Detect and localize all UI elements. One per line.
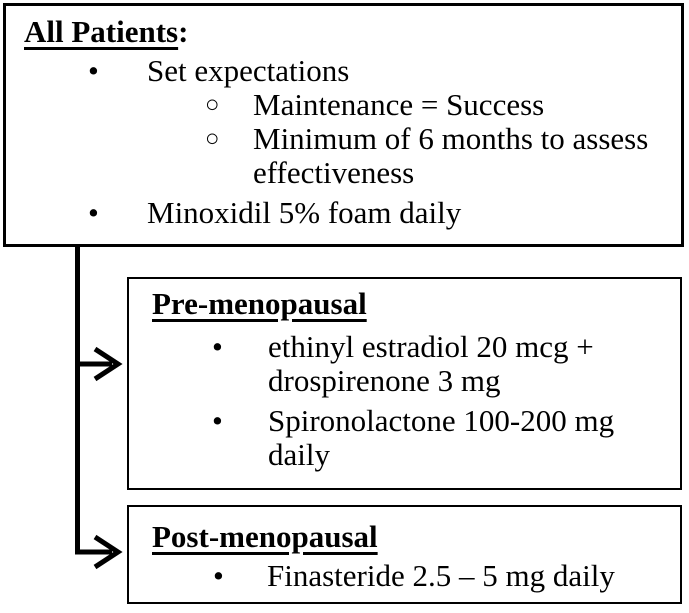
arrowhead-post-icon	[93, 534, 123, 570]
circle-bullet-icon: ○	[205, 92, 220, 118]
pre-menopausal-title-text: Pre-menopausal	[152, 286, 367, 321]
arrowhead-pre-icon	[93, 346, 123, 382]
bullet-icon: •	[88, 195, 99, 230]
list-item: • Finasteride 2.5 – 5 mg daily	[213, 559, 680, 593]
bullet-icon: •	[212, 403, 223, 438]
list-item-text: Minimum of 6 months to assess effectiven…	[253, 121, 649, 190]
bullet-icon: •	[88, 53, 99, 88]
all-patients-title: All Patients:	[24, 15, 681, 49]
connector-trunk-line	[75, 245, 112, 555]
circle-bullet-icon: ○	[205, 126, 220, 152]
list-item: • Minoxidil 5% foam daily	[88, 196, 681, 230]
pre-menopausal-box: Pre-menopausal • ethinyl estradiol 20 mc…	[127, 277, 682, 490]
all-patients-list: • Set expectations ○ Maintenance = Succe…	[6, 54, 681, 230]
list-item-text: Set expectations	[147, 53, 350, 88]
all-patients-title-text: All Patients	[24, 14, 179, 49]
list-item: ○ Minimum of 6 months to assess effectiv…	[205, 122, 681, 190]
list-item: • ethinyl estradiol 20 mcg + drospirenon…	[212, 330, 680, 398]
list-item-text: Maintenance = Success	[253, 87, 545, 122]
post-menopausal-list: • Finasteride 2.5 – 5 mg daily	[129, 559, 680, 593]
post-menopausal-title: Post-menopausal	[152, 520, 680, 554]
list-item: • Set expectations	[88, 54, 681, 88]
list-item-text: ethinyl estradiol 20 mcg + drospirenone …	[268, 329, 594, 398]
pre-menopausal-title: Pre-menopausal	[152, 287, 680, 321]
list-item-text: Minoxidil 5% foam daily	[147, 195, 462, 230]
all-patients-box: All Patients: • Set expectations ○ Maint…	[3, 3, 684, 247]
list-item-text: Finasteride 2.5 – 5 mg daily	[267, 558, 615, 593]
pre-menopausal-list: • ethinyl estradiol 20 mcg + drospirenon…	[129, 330, 680, 472]
post-menopausal-title-text: Post-menopausal	[152, 519, 378, 554]
bullet-icon: •	[213, 558, 224, 593]
all-patients-title-colon: :	[178, 14, 189, 49]
bullet-icon: •	[212, 329, 223, 364]
list-item-text: Spironolactone 100-200 mg daily	[268, 403, 615, 472]
list-item: • Spironolactone 100-200 mg daily	[212, 404, 680, 472]
list-item: ○ Maintenance = Success	[205, 88, 681, 122]
post-menopausal-box: Post-menopausal • Finasteride 2.5 – 5 mg…	[127, 505, 682, 604]
